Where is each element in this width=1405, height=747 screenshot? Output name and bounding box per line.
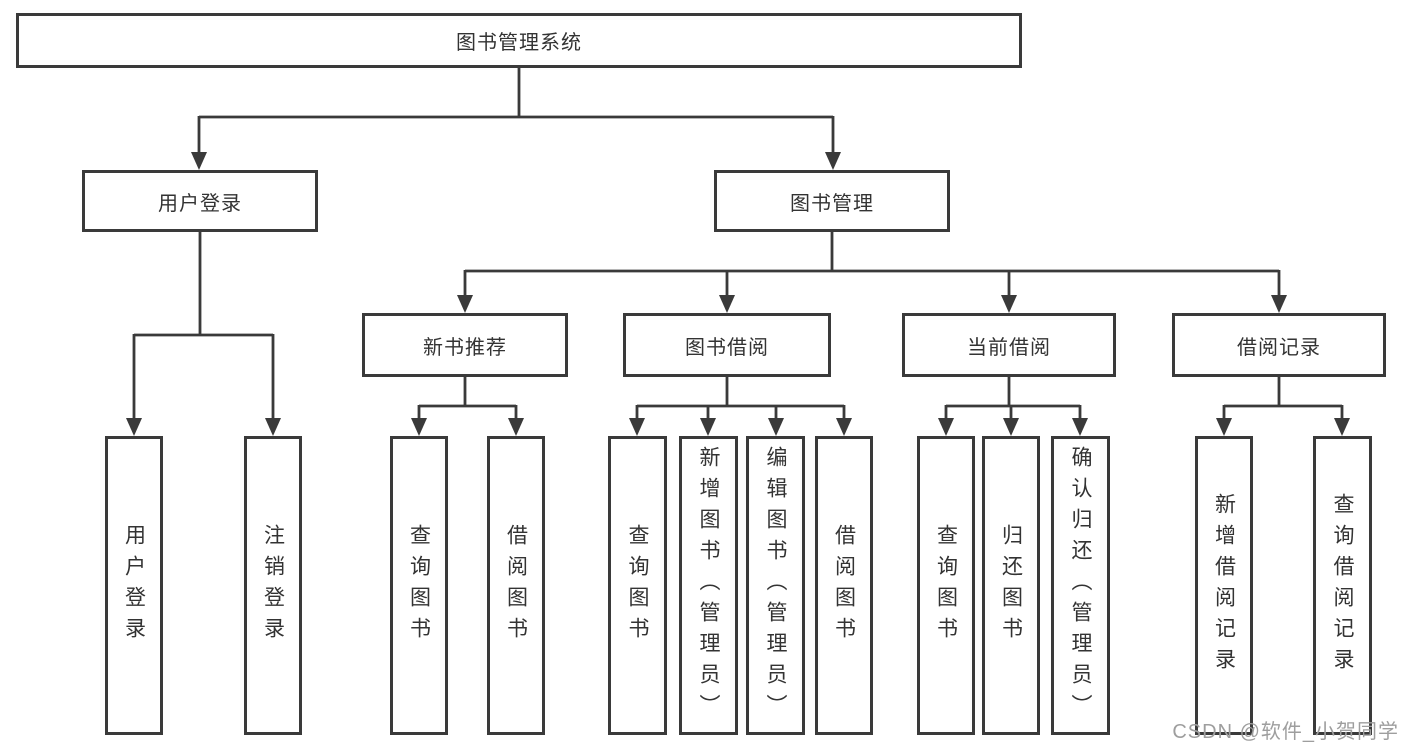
- node-label: 注销登录: [261, 523, 285, 648]
- node-label: 用户登录: [122, 523, 146, 648]
- leaf-logout: 注销登录: [244, 436, 302, 735]
- leaf-query-books-current: 查询图书: [917, 436, 975, 735]
- leaf-query-books-borrowing: 查询图书: [608, 436, 667, 735]
- node-label: 编辑图书（管理员）: [764, 446, 787, 725]
- leaf-add-borrow-record: 新增借阅记录: [1195, 436, 1253, 735]
- node-label: 查询图书: [407, 523, 431, 648]
- node-borrowing-records: 借阅记录: [1172, 313, 1386, 377]
- node-book-management: 图书管理: [714, 170, 950, 232]
- node-label: 借阅图书: [832, 523, 856, 648]
- node-label: 归还图书: [999, 523, 1023, 648]
- leaf-borrow-books-borrowing: 借阅图书: [815, 436, 873, 735]
- leaf-query-books-recommend: 查询图书: [390, 436, 448, 735]
- node-label: 确认归还（管理员）: [1069, 446, 1092, 725]
- node-label: 查询图书: [626, 523, 649, 648]
- node-label: 图书管理系统: [456, 32, 582, 54]
- leaf-confirm-return-admin: 确认归还（管理员）: [1051, 436, 1110, 735]
- node-user-login: 用户登录: [82, 170, 318, 232]
- node-label: 查询借阅记录: [1331, 492, 1354, 679]
- leaf-edit-book-admin: 编辑图书（管理员）: [746, 436, 805, 735]
- node-label: 借阅图书: [504, 523, 528, 648]
- node-label: 图书借阅: [685, 336, 769, 359]
- node-label: 新增借阅记录: [1212, 492, 1236, 679]
- leaf-user-login: 用户登录: [105, 436, 163, 735]
- node-label: 图书管理: [790, 192, 874, 215]
- node-label: 新增图书（管理员）: [697, 446, 720, 725]
- leaf-query-borrow-record: 查询借阅记录: [1313, 436, 1372, 735]
- leaf-return-books: 归还图书: [982, 436, 1040, 735]
- node-book-borrowing: 图书借阅: [623, 313, 831, 377]
- leaf-borrow-books-recommend: 借阅图书: [487, 436, 545, 735]
- node-library-management-system: 图书管理系统: [16, 13, 1022, 68]
- node-new-book-recommendation: 新书推荐: [362, 313, 568, 377]
- node-label: 新书推荐: [423, 336, 507, 359]
- node-current-borrowing: 当前借阅: [902, 313, 1116, 377]
- node-label: 借阅记录: [1237, 336, 1321, 359]
- watermark: CSDN @软件_小贺同学: [1172, 721, 1399, 743]
- node-label: 用户登录: [158, 192, 242, 215]
- leaf-add-book-admin: 新增图书（管理员）: [679, 436, 738, 735]
- node-label: 查询图书: [934, 523, 958, 648]
- node-label: 当前借阅: [967, 336, 1051, 359]
